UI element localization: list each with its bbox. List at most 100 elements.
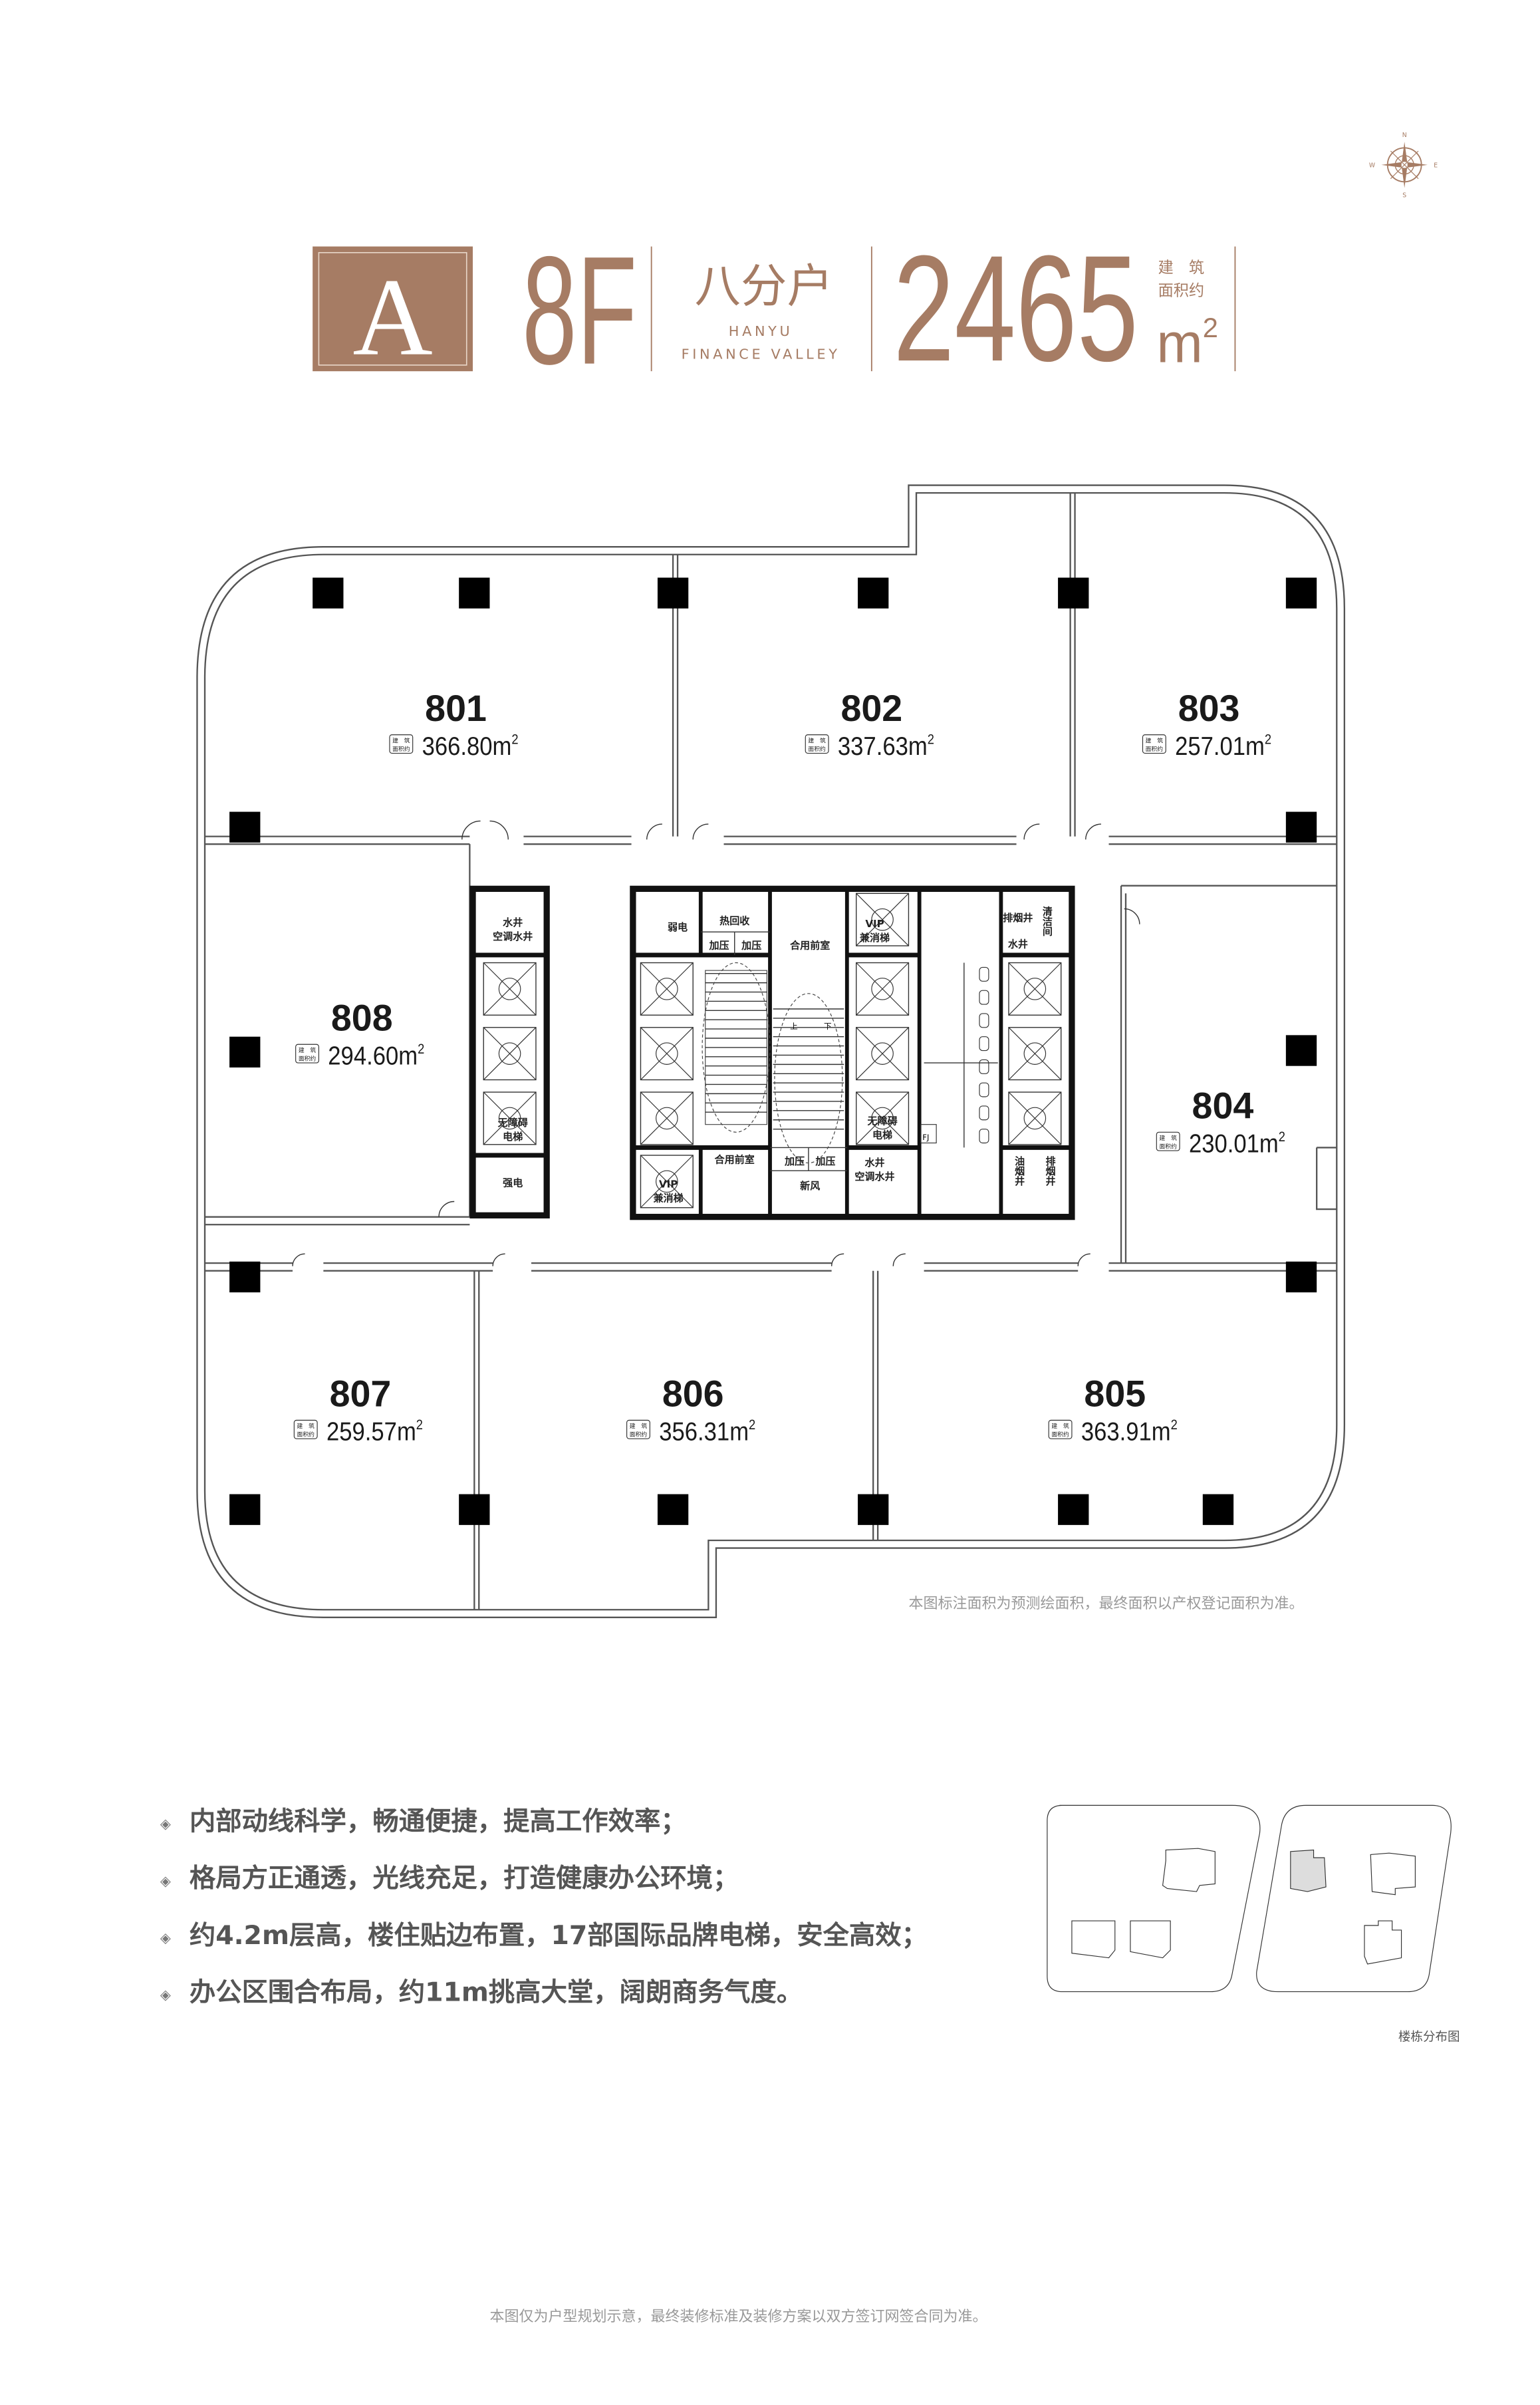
label-barrier-free-elevator: 无障碍 (867, 1115, 897, 1127)
unit-number: 803 (1178, 688, 1240, 729)
label-cleaning-room: 清洁间 (1041, 906, 1053, 937)
svg-text:建 筑: 建 筑 (630, 1422, 648, 1430)
total-area-value: 2465 (893, 224, 1138, 393)
feature-item: ◈ 约4.2m层高，楼住贴边布置，17部国际品牌电梯，安全高效； (160, 1920, 928, 1951)
svg-text:内部动线科学，畅通便捷，提高工作效率；: 内部动线科学，畅通便捷，提高工作效率； (190, 1806, 687, 1836)
label-heat-recovery: 热回收 (719, 915, 750, 927)
elevator-group (483, 893, 1062, 1208)
elevator-shaft (856, 1027, 910, 1081)
column (459, 1494, 490, 1525)
area-badge (1156, 1131, 1180, 1151)
bullet-icon: ◈ (160, 1929, 171, 1945)
brand-line-1: HANYU (729, 323, 793, 339)
compass-e: E (1434, 162, 1438, 169)
elevator-shaft (1008, 1091, 1062, 1145)
svg-text:面积约: 面积约 (392, 745, 410, 753)
elevator-shaft (1008, 962, 1062, 1016)
elevator-shaft (856, 893, 910, 946)
column (1058, 577, 1089, 609)
toilet-icon (979, 1059, 989, 1074)
svg-text:建 筑: 建 筑 (1146, 736, 1164, 744)
label-pressurize: 加压 (815, 1155, 835, 1167)
column (858, 1494, 889, 1525)
svg-text:建 筑: 建 筑 (1159, 1134, 1177, 1142)
svg-text:建 筑: 建 筑 (392, 736, 410, 744)
toilet-icon (979, 990, 989, 1005)
label-strong-power: 强电 (503, 1177, 523, 1189)
column (1285, 1261, 1317, 1293)
toilet-icon (979, 1082, 989, 1097)
unit-number: 805 (1084, 1373, 1146, 1415)
label-vip-elevator-b2: 兼消梯 (654, 1192, 684, 1204)
compass-w: W (1369, 162, 1375, 169)
svg-text:建 筑: 建 筑 (1051, 1422, 1069, 1430)
area-badge (1048, 1419, 1073, 1439)
compass-icon: N S E W (1369, 132, 1438, 199)
label-vip-elevator-b: VIP (659, 1179, 678, 1191)
svg-text:面积约: 面积约 (1146, 745, 1164, 753)
label-vip-elevator: VIP (865, 918, 884, 930)
label-pressurize: 加压 (709, 940, 729, 952)
svg-text:约4.2m层高，楼住贴边布置，17部国际品牌电梯，安全高效；: 约4.2m层高，楼住贴边布置，17部国际品牌电梯，安全高效； (190, 1920, 928, 1951)
feature-item: ◈格局方正通透，光线充足，打造健康办公环境； (160, 1863, 739, 1894)
left-core: 水井 空调水井 无障碍 电梯 强电 (469, 885, 550, 1218)
svg-text:格局方正通透，光线充足，打造健康办公环境；: 格局方正通透，光线充足，打造健康办公环境； (190, 1863, 739, 1894)
stair-down-label: 下 (824, 1022, 832, 1031)
feature-item: ◈办公区围合布局，约11m挑高大堂，阔朗商务气度。 (160, 1977, 803, 2007)
bullet-icon: ◈ (160, 1816, 171, 1832)
unit-number: 807 (330, 1373, 392, 1415)
elevator-shaft (640, 1091, 694, 1145)
bullet-icon: ◈ (160, 1987, 171, 2003)
svg-text:建 筑: 建 筑 (299, 1046, 317, 1054)
feature-item: ◈ 内部动线科学，畅通便捷，提高工作效率； (160, 1806, 687, 1836)
unit-number: 806 (662, 1373, 724, 1415)
toilet-icon (979, 1013, 989, 1028)
area-badge (805, 734, 829, 754)
column (858, 577, 889, 609)
column (229, 1494, 261, 1525)
svg-text:建 筑: 建 筑 (808, 736, 826, 744)
elevator-shaft (856, 962, 910, 1016)
area-disclaimer: 本图标注面积为预测绘面积，最终面积以产权登记面积为准。 (908, 1596, 1303, 1612)
elevator-shaft (856, 1091, 910, 1145)
label-pressurize: 加压 (784, 1155, 805, 1167)
column (229, 1261, 261, 1293)
elevator-shaft (483, 1091, 537, 1145)
brand-line-2: FINANCE VALLEY (682, 347, 840, 362)
label-water-shaft-top: 水井 (1008, 938, 1028, 950)
label-vip-elevator-2: 兼消梯 (860, 932, 890, 944)
column (1285, 811, 1317, 843)
footer-disclaimer: 本图仅为户型规划示意，最终装修标准及装修方案以双方签订网签合同为准。 (489, 2309, 987, 2325)
svg-text:面积约: 面积约 (630, 1431, 648, 1439)
header: A 8F 八分户 HANYU FINANCE VALLEY 2465 建 筑 面… (313, 224, 1236, 397)
svg-text:面积约: 面积约 (808, 745, 826, 753)
unit-number: 801 (425, 688, 487, 729)
toilet-icon (979, 1129, 989, 1144)
svg-text:面积约: 面积约 (1159, 1143, 1177, 1151)
main-core: 上 下 FJ 弱电 热回收 加压 加压 合用前室 VIP 兼消梯 排烟井 水井 … (483, 885, 1075, 1220)
area-badge (389, 734, 414, 754)
elevator-shaft (640, 1027, 694, 1081)
elevator-shaft (640, 962, 694, 1016)
label-barrier-free-elevator-2: 电梯 (872, 1129, 892, 1141)
area-unit: m2 (1156, 312, 1218, 374)
unit-number: 804 (1192, 1085, 1254, 1126)
column (229, 811, 261, 843)
label-pressurize: 加压 (741, 940, 761, 952)
label-oil-smoke-shaft: 油烟井 (1013, 1155, 1025, 1187)
stair-1 (702, 962, 771, 1133)
svg-text:建 筑: 建 筑 (297, 1422, 315, 1430)
column (1202, 1494, 1234, 1525)
floor-label: 8F (522, 225, 637, 396)
compass-n: N (1402, 132, 1407, 139)
label-smoke-exhaust-shaft: 排烟井 (1045, 1155, 1057, 1187)
feature-list: ◈内部动线科学，畅通便捷，提高工作效率； ◈格局方正通透，光线充足，打造健康办公… (160, 1806, 928, 2007)
building-outline (196, 484, 1346, 1618)
compass-s: S (1402, 192, 1406, 199)
label-water-shaft: 水井 (864, 1157, 884, 1169)
svg-text:面积约: 面积约 (299, 1055, 317, 1063)
column (229, 1036, 261, 1068)
